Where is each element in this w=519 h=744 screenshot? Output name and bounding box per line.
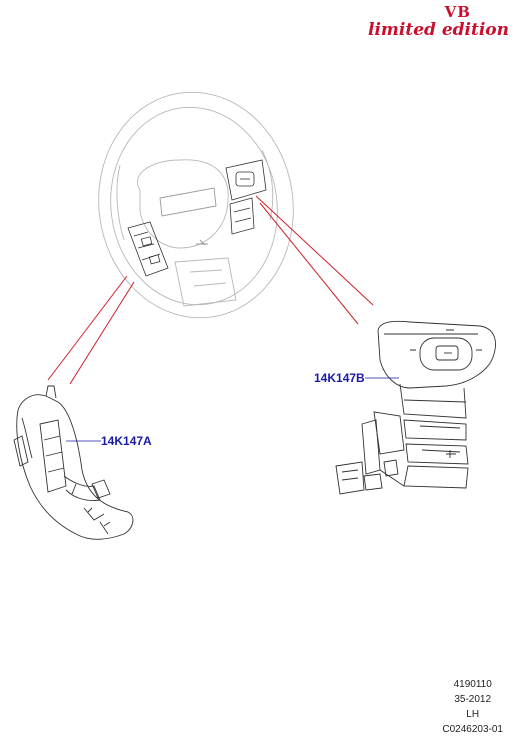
footer-line-4: C0246203-01: [442, 724, 503, 735]
callout-14k147a-leader: [66, 440, 101, 442]
brand-subtitle: limited edition: [367, 20, 509, 40]
footer-line-3: LH: [466, 709, 480, 720]
footer-line-2: 35-2012: [454, 694, 492, 705]
brand-top-text: VB: [444, 3, 471, 21]
callout-14k147b: 14K147B: [314, 371, 365, 385]
brand-watermark: VB limited edition: [368, 4, 509, 40]
footer-line-1: 4190110: [453, 679, 492, 690]
right-switchpack-detail: [335, 320, 496, 495]
leader-lines: [47, 195, 374, 385]
callout-14k147b-leader: [365, 377, 399, 379]
left-switchpack-detail: [13, 385, 134, 540]
callout-14k147a: 14K147A: [101, 434, 152, 448]
steering-wheel: [98, 91, 294, 319]
wheel-left-switchpack: [127, 221, 169, 277]
wheel-right-switchpack: [225, 159, 267, 235]
drawing-reference-block: 4190110 35-2012 LH C0246203-01: [442, 677, 503, 737]
